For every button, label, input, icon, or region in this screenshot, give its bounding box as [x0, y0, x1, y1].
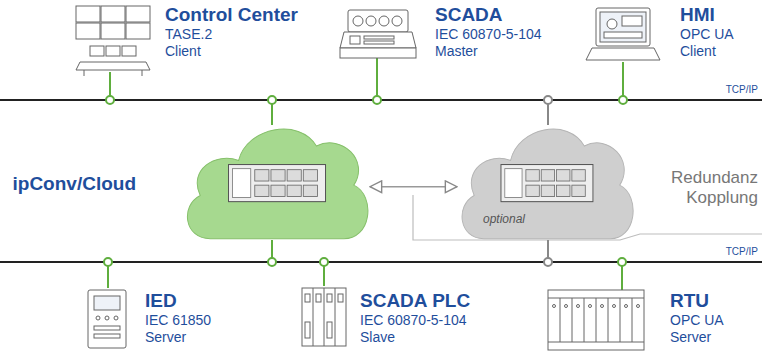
drive-bay — [271, 185, 285, 196]
device-node: SCADAIEC 60870-5-104Master — [435, 4, 542, 60]
server-icon — [229, 165, 326, 202]
drive-bay — [572, 185, 585, 196]
cloud-shape — [455, 113, 637, 247]
protocol-text: TASE.2 — [165, 26, 298, 43]
drive-bay — [526, 185, 539, 196]
server-icon — [501, 165, 593, 202]
device-drops — [108, 58, 623, 290]
drive-bay — [255, 185, 269, 196]
drive-bay — [271, 170, 285, 181]
drive-bay — [557, 170, 570, 181]
device-name: Control Center — [165, 4, 298, 26]
network-label: TCP/IP — [726, 84, 758, 96]
device-node: SCADA PLCIEC 60870-5-104Slave — [360, 290, 470, 346]
device-node: Control CenterTASE.2Client — [165, 4, 298, 60]
drive-bay — [526, 170, 539, 181]
redundancy-arrow — [370, 186, 457, 188]
device-node: IEDIEC 61850Server — [145, 290, 211, 346]
bus-dots — [104, 96, 627, 266]
drive-bay — [303, 185, 317, 196]
protocol-text: Server — [670, 329, 724, 346]
device-node: HMIOPC UAClient — [680, 4, 734, 60]
control-center-icon — [76, 6, 150, 76]
cloud-shape — [180, 113, 372, 247]
rtu-rack-icon — [548, 290, 644, 350]
protocol-text: Master — [435, 43, 542, 60]
drive-bay — [557, 185, 570, 196]
drive-bay — [255, 170, 269, 181]
drive-bay — [287, 185, 301, 196]
server-body — [501, 165, 593, 202]
cloud-node: ipConv/Cloud — [180, 113, 372, 247]
server-body — [229, 165, 326, 202]
drive-bay — [287, 170, 301, 181]
protocol-text: Slave — [360, 329, 470, 346]
cloud-outline — [462, 129, 633, 239]
device-name: RTU — [670, 290, 724, 312]
device-node: RTUOPC UAServer — [670, 290, 724, 346]
system-name: ipConv/Cloud — [13, 173, 136, 195]
protocol-text: IEC 60870-5-104 — [435, 26, 542, 43]
protocol-text: IEC 61850 — [145, 312, 211, 329]
protocol-text: OPC UA — [680, 26, 734, 43]
drive-bay — [541, 170, 554, 181]
protocol-text: IEC 60870-5-104 — [360, 312, 470, 329]
device-name: SCADA — [435, 4, 542, 26]
protocol-text: Server — [145, 329, 211, 346]
network-label: TCP/IP — [726, 246, 758, 258]
optional-note: optional — [483, 211, 525, 228]
bottom-bus — [0, 261, 762, 263]
device-name: HMI — [680, 4, 734, 26]
protocol-text: Client — [165, 43, 298, 60]
drive-bay — [303, 170, 317, 181]
protocol-text: Client — [680, 43, 734, 60]
ied-icon — [88, 290, 126, 348]
redundancy-label: Redundanz Kopplung — [662, 168, 758, 209]
device-name: SCADA PLC — [360, 290, 470, 312]
scada-console-icon — [340, 10, 416, 58]
drive-bay — [541, 185, 554, 196]
server-panel — [505, 169, 522, 198]
device-name: IED — [145, 290, 211, 312]
hmi-laptop-icon — [586, 8, 660, 60]
cloud-node: optional — [455, 113, 637, 247]
server-panel — [233, 169, 251, 198]
plc-icon — [302, 288, 346, 346]
cloud-outline — [187, 129, 367, 239]
protocol-text: OPC UA — [670, 312, 724, 329]
drive-bay — [572, 170, 585, 181]
